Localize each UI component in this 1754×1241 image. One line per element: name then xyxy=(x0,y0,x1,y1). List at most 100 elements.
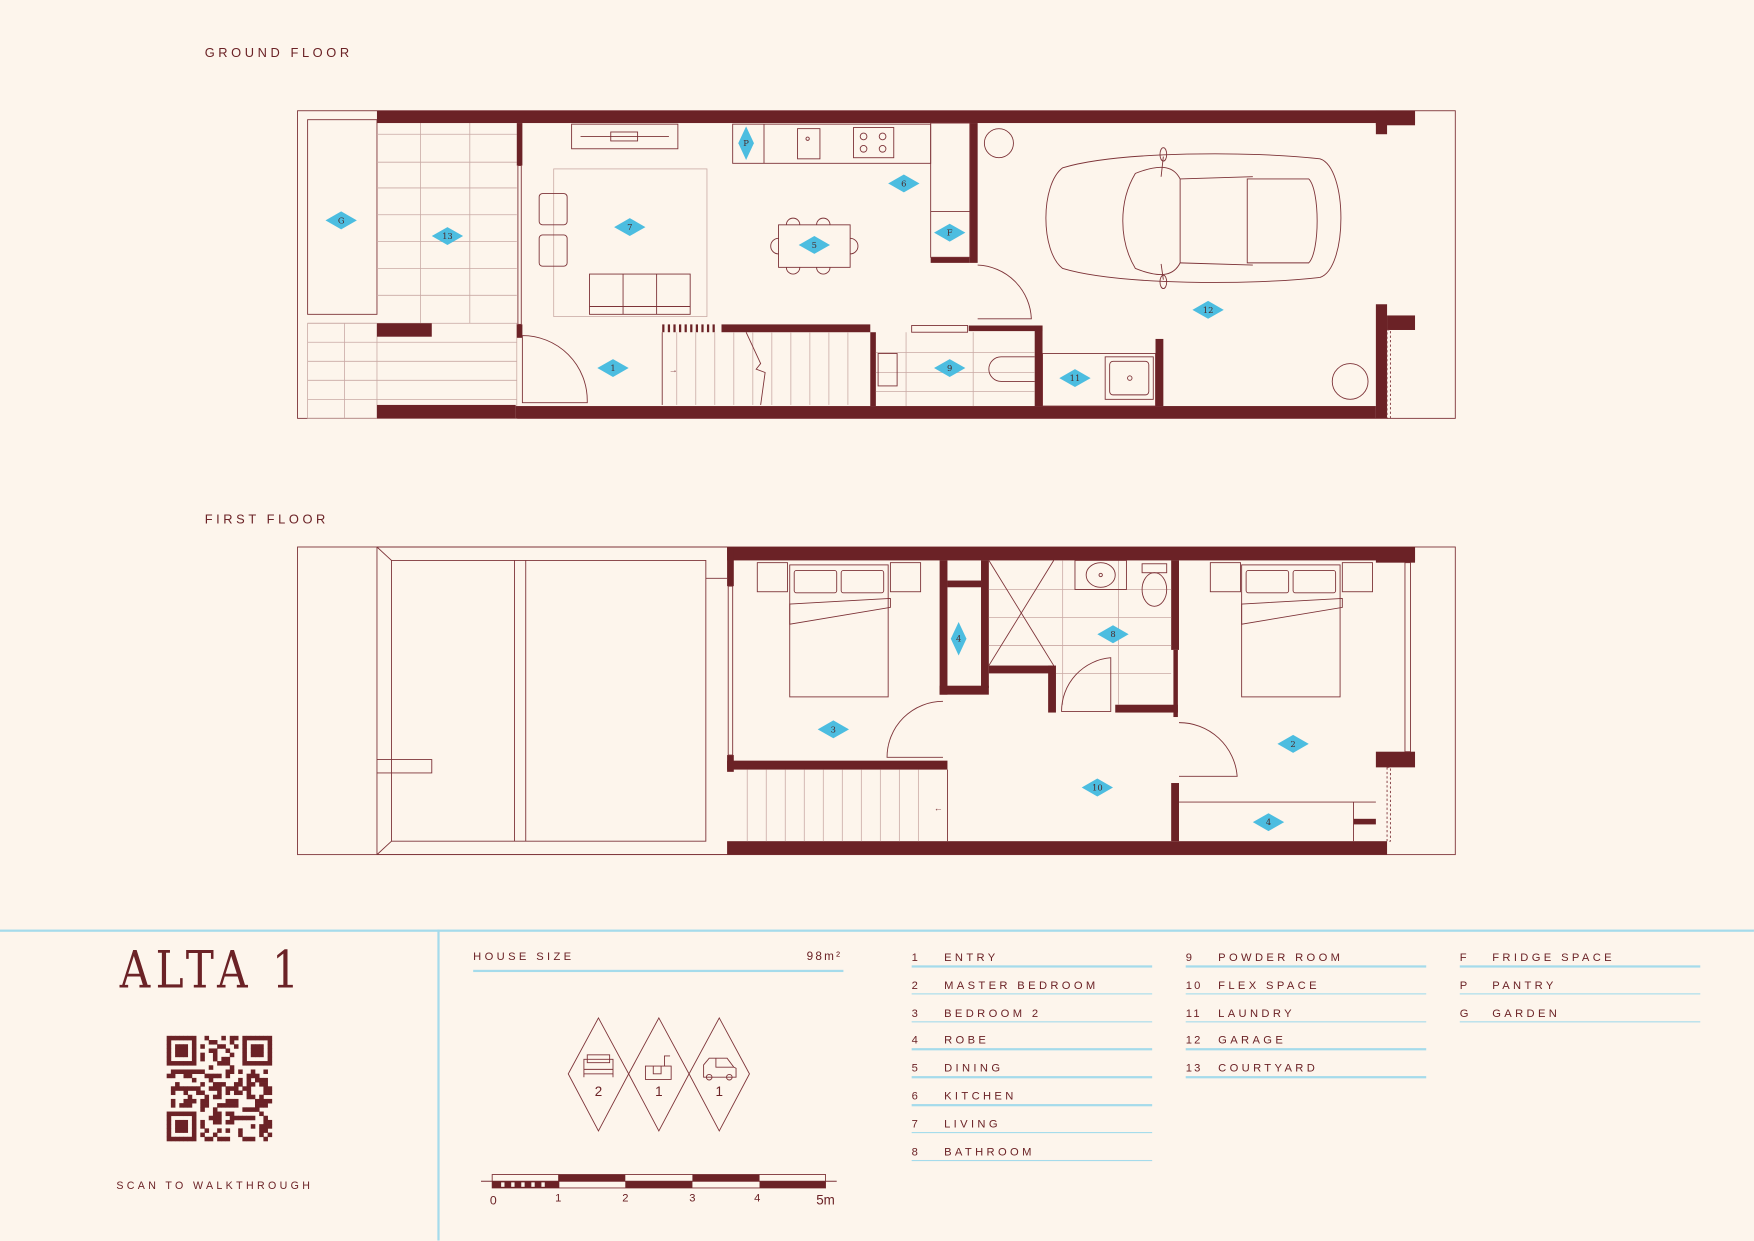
bedroom-count-diamond: 2 xyxy=(567,1016,630,1132)
room-marker: 6 xyxy=(888,174,920,193)
legend-rule xyxy=(911,1131,1153,1134)
legend-key: 4 xyxy=(911,1035,921,1048)
legend-key: 7 xyxy=(911,1118,921,1131)
legend-rule xyxy=(1185,965,1427,968)
house-size-rule xyxy=(473,969,844,972)
car-drawing xyxy=(1045,147,1342,290)
legend-rule xyxy=(1185,1076,1427,1078)
marker-diamond-icon xyxy=(614,218,646,237)
legend-key: 10 xyxy=(1185,979,1203,992)
legend-item: 1 ENTRY xyxy=(911,951,1153,979)
room-marker: 2 xyxy=(1277,734,1309,753)
room-marker-label: 1 xyxy=(610,363,615,373)
room-marker-label: 2 xyxy=(1290,739,1295,749)
legend-label: FLEX SPACE xyxy=(1218,979,1320,992)
legend-item: 7 LIVING xyxy=(911,1118,1153,1145)
legend-rule xyxy=(911,965,1153,968)
legend-rule xyxy=(1459,993,1701,995)
room-marker-label: 4 xyxy=(1266,817,1271,827)
bathroom-count: 1 xyxy=(655,1084,662,1099)
marker-diamond-icon xyxy=(1277,734,1309,753)
house-size-value: 98m² xyxy=(806,949,843,964)
room-marker-label: 7 xyxy=(627,222,632,232)
room-marker-label: G xyxy=(338,215,345,225)
room-marker-label: 13 xyxy=(442,231,453,241)
legend-rule xyxy=(911,1104,1153,1106)
legend-item: 4 ROBE xyxy=(911,1035,1153,1062)
bath-icon xyxy=(644,1055,672,1080)
marker-diamond-icon xyxy=(431,227,464,245)
bathroom-count-diamond: 1 xyxy=(628,1016,690,1132)
legend-label: POWDER ROOM xyxy=(1218,951,1344,965)
legend-label: LAUNDRY xyxy=(1218,1007,1295,1020)
legend-rule xyxy=(911,1048,1153,1051)
qr-caption: SCAN TO WALKTHROUGH xyxy=(116,1180,314,1193)
legend-label: GARAGE xyxy=(1218,1035,1287,1048)
room-marker: 10 xyxy=(1081,778,1114,797)
legend-rule xyxy=(911,1076,1153,1078)
legend-label: ROBE xyxy=(944,1035,990,1048)
car-icon xyxy=(703,1057,737,1081)
legend-rule xyxy=(1185,1048,1427,1051)
room-marker: 8 xyxy=(1097,625,1129,644)
legend-item: 10 FLEX SPACE xyxy=(1185,979,1427,1007)
legend-key: 12 xyxy=(1185,1035,1203,1048)
room-marker-label: 12 xyxy=(1203,305,1214,315)
legend-label: DINING xyxy=(944,1062,1004,1076)
marker-diamond-icon xyxy=(950,621,967,656)
legend-label: PANTRY xyxy=(1492,979,1557,992)
legend-key: G xyxy=(1459,1007,1471,1020)
legend-rule xyxy=(1459,965,1701,968)
room-marker: 1 xyxy=(597,359,629,377)
marker-diamond-icon xyxy=(934,223,966,242)
room-marker-label: 9 xyxy=(947,363,952,373)
legend-label: GARDEN xyxy=(1492,1007,1561,1020)
room-marker-label: 5 xyxy=(812,240,817,250)
room-marker: 4 xyxy=(950,621,967,656)
legend-key: 11 xyxy=(1185,1007,1202,1020)
marker-diamond-icon xyxy=(597,359,629,377)
legend-item: 8 BATHROOM xyxy=(911,1146,1153,1173)
legend-label: KITCHEN xyxy=(944,1090,1017,1103)
room-marker: 4 xyxy=(1252,813,1285,832)
car-count: 1 xyxy=(716,1084,723,1099)
legend-label: ENTRY xyxy=(944,951,999,965)
scale-tick-2: 2 xyxy=(622,1192,628,1204)
house-name: ALTA 1 xyxy=(119,939,305,1001)
legend-label: COURTYARD xyxy=(1218,1062,1319,1076)
room-marker-label: 11 xyxy=(1070,373,1081,383)
legend-key: 6 xyxy=(911,1090,921,1103)
legend-item: G GARDEN xyxy=(1459,1007,1701,1034)
room-marker-label: 3 xyxy=(831,724,836,734)
marker-diamond-icon xyxy=(1059,369,1091,388)
marker-diamond-icon xyxy=(1097,625,1129,644)
legend-label: FRIDGE SPACE xyxy=(1492,951,1615,965)
marker-diamond-icon xyxy=(1252,813,1285,832)
legend-key: 3 xyxy=(911,1007,921,1020)
svg-text:←: ← xyxy=(934,803,943,813)
legend-rule xyxy=(911,993,1153,995)
marker-diamond-icon xyxy=(1192,300,1224,319)
scale-tick-1: 1 xyxy=(555,1192,561,1204)
legend-key: 1 xyxy=(911,951,921,965)
first-floor-title: FIRST FLOOR xyxy=(204,513,329,527)
legend-item: 11 LAUNDRY xyxy=(1185,1007,1427,1034)
legend-key: P xyxy=(1459,979,1470,992)
room-marker: F xyxy=(934,223,966,242)
legend-label: BATHROOM xyxy=(944,1146,1035,1159)
scale-tick-3: 3 xyxy=(689,1192,695,1204)
legend-key: 8 xyxy=(911,1146,921,1159)
bed-icon xyxy=(583,1054,614,1078)
marker-diamond-icon xyxy=(934,359,966,377)
legend-label: LIVING xyxy=(944,1118,1001,1131)
room-marker-label: 6 xyxy=(901,178,906,188)
legend-key: 5 xyxy=(911,1062,921,1076)
